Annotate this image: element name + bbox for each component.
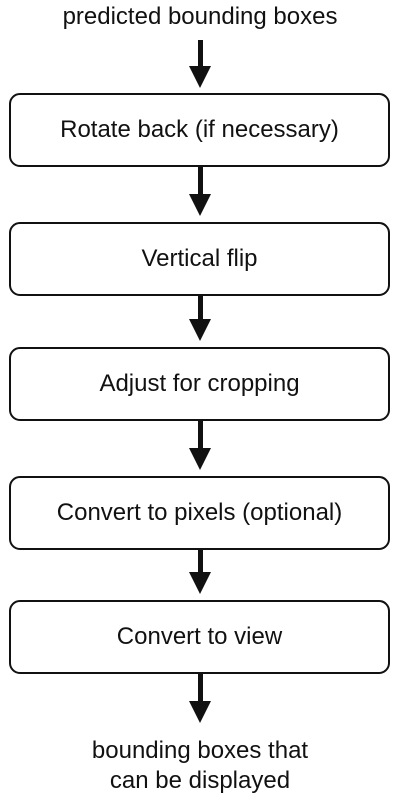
step-convert-view: Convert to view bbox=[9, 600, 390, 674]
step-adjust-cropping: Adjust for cropping bbox=[9, 347, 390, 421]
step-label: Convert to pixels (optional) bbox=[56, 499, 343, 526]
step-label: Adjust for cropping bbox=[99, 370, 300, 397]
arrow-step-2-to-step-3 bbox=[189, 296, 211, 341]
step-convert-pixels: Convert to pixels (optional) bbox=[9, 476, 390, 550]
step-vertical-flip: Vertical flip bbox=[9, 222, 390, 296]
arrow-step-5-to-output bbox=[189, 674, 211, 723]
step-label: Rotate back (if necessary) bbox=[60, 116, 339, 143]
output-label-line-1: bounding boxes that bbox=[91, 737, 309, 764]
arrow-step-4-to-step-5 bbox=[189, 550, 211, 594]
output-label: bounding boxes that can be displayed bbox=[0, 736, 400, 796]
step-label: Vertical flip bbox=[141, 245, 258, 272]
step-rotate-back: Rotate back (if necessary) bbox=[9, 93, 390, 167]
arrow-step-3-to-step-4 bbox=[189, 421, 211, 470]
output-label-line-2: can be displayed bbox=[109, 767, 291, 794]
arrow-input-to-step-1 bbox=[189, 40, 211, 88]
step-label: Convert to view bbox=[116, 623, 283, 650]
arrow-step-1-to-step-2 bbox=[189, 167, 211, 216]
input-label: predicted bounding boxes bbox=[62, 3, 338, 30]
